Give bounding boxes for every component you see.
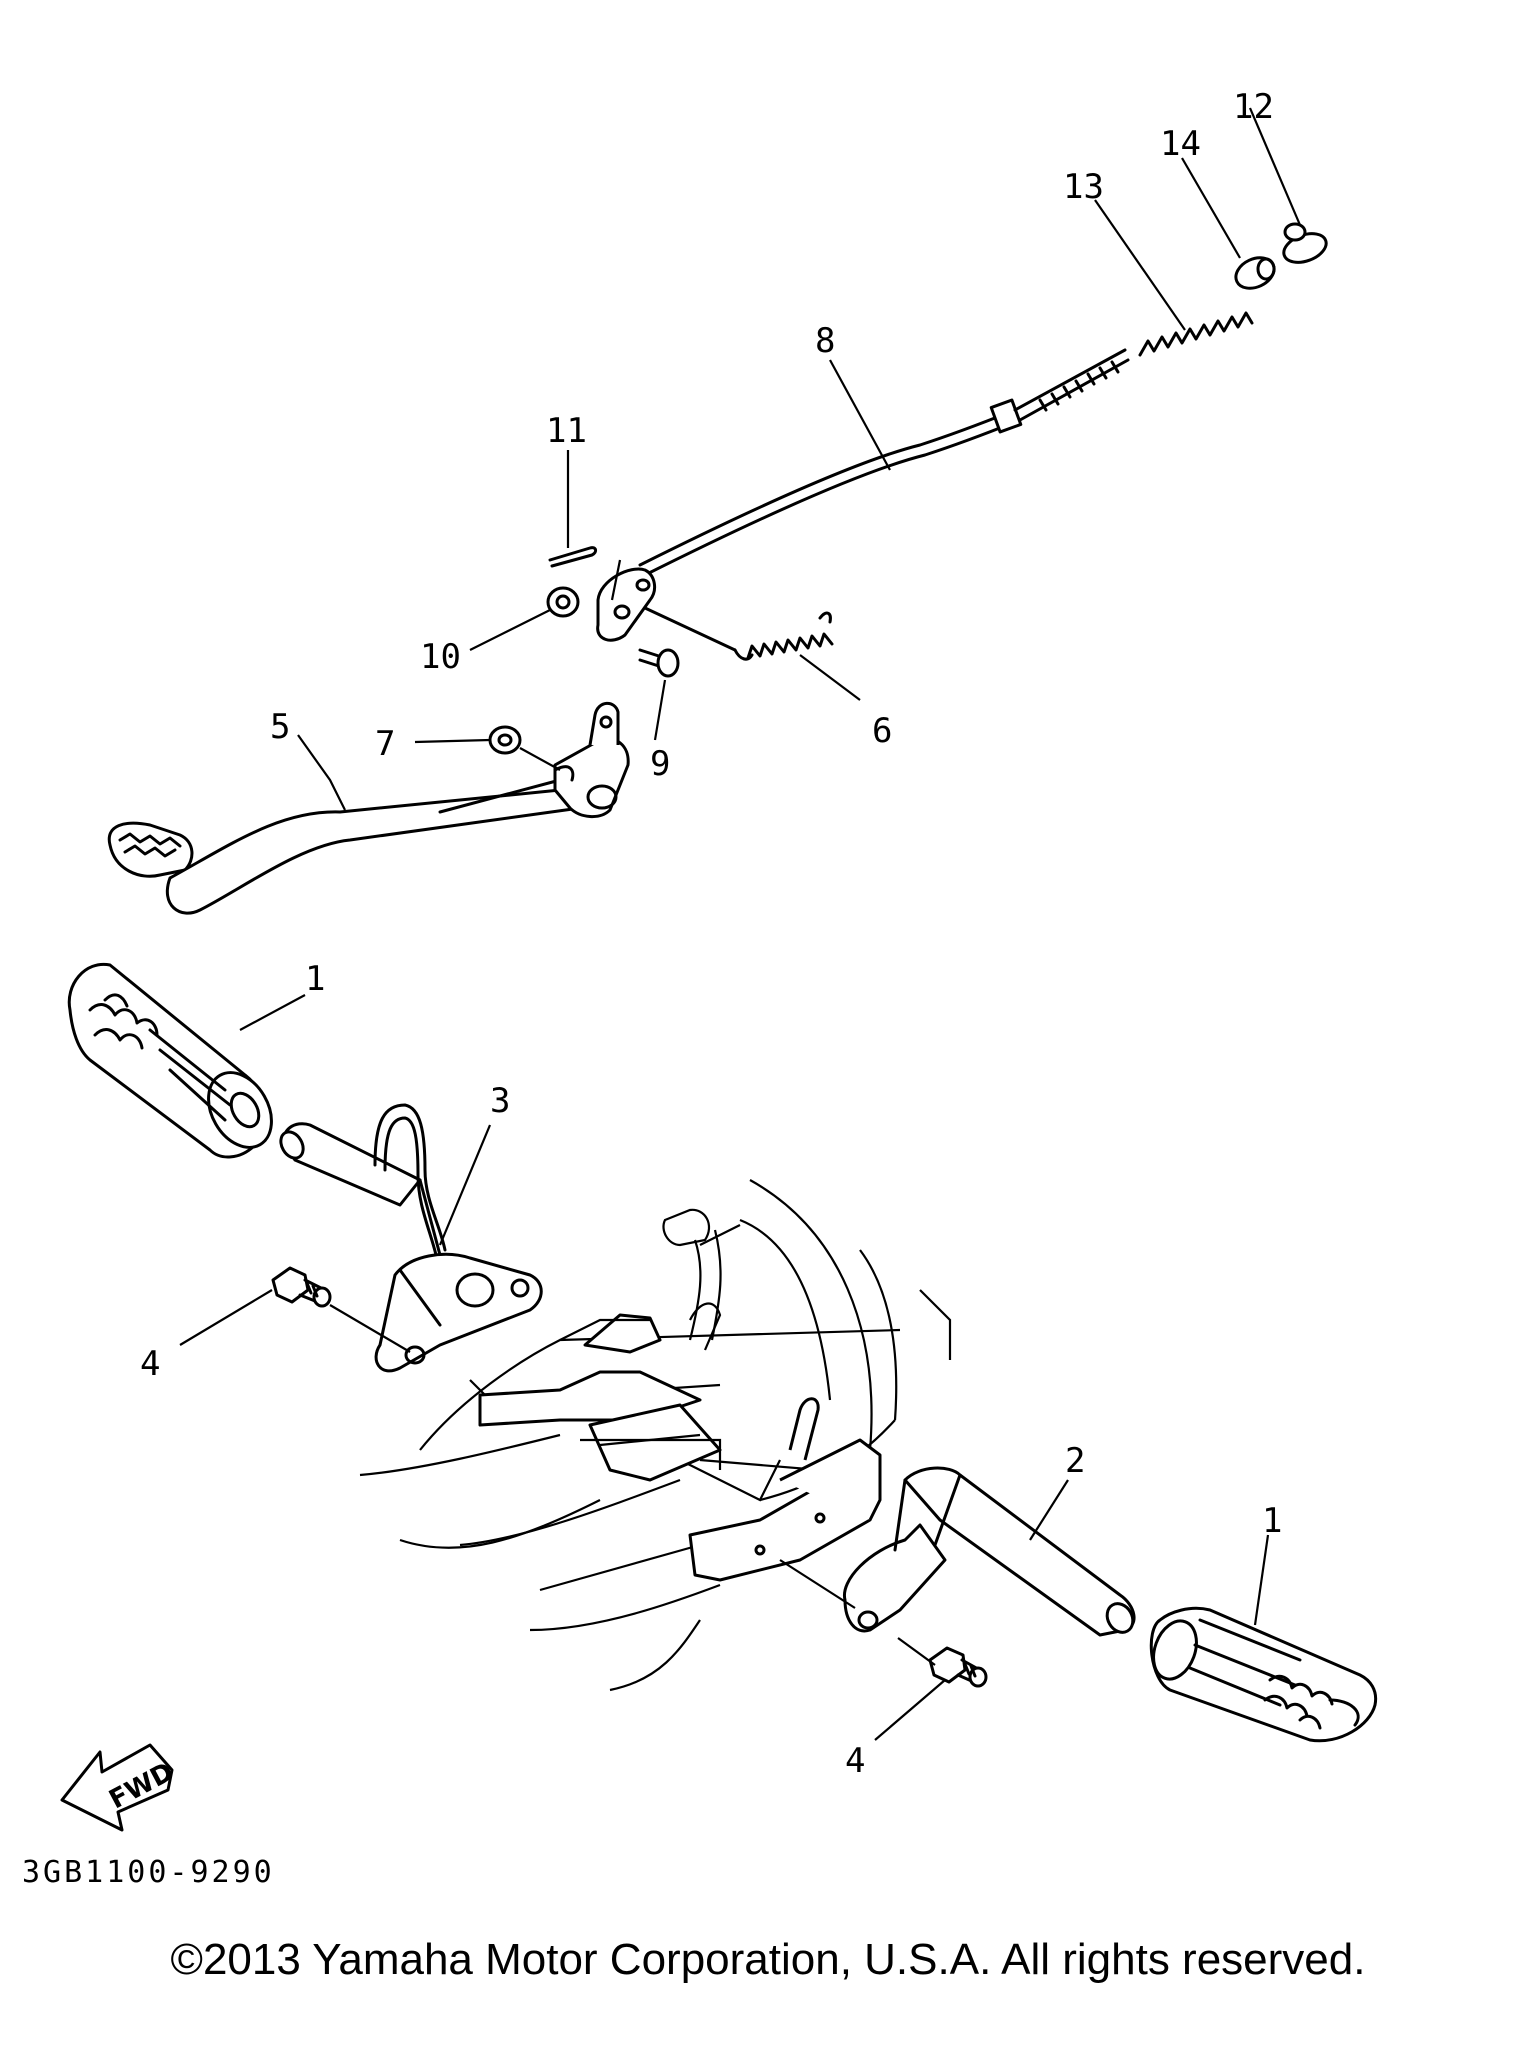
washer-10 bbox=[546, 586, 580, 618]
copyright-notice: ©2013 Yamaha Motor Corporation, U.S.A. A… bbox=[170, 1935, 1366, 1984]
washer-7 bbox=[488, 725, 561, 771]
diagram-part-number: 3GB1100-9290 bbox=[22, 1855, 275, 1890]
callout-12: 12 bbox=[1233, 87, 1274, 127]
footrest-rubber-right bbox=[1149, 1606, 1378, 1743]
callout-7: 7 bbox=[375, 724, 395, 764]
callout-4-lower: 4 bbox=[845, 1741, 865, 1781]
callout-11: 11 bbox=[546, 411, 587, 451]
brake-rod-clevis bbox=[596, 567, 657, 642]
callout-5: 5 bbox=[270, 707, 290, 747]
callout-14: 14 bbox=[1160, 124, 1201, 164]
footrest-bracket-3 bbox=[279, 1103, 543, 1373]
footrest-bracket-2 bbox=[779, 1466, 1136, 1637]
callout-10: 10 bbox=[420, 637, 461, 677]
brake-cable bbox=[638, 348, 1130, 577]
fwd-arrow-icon: FWD bbox=[60, 1743, 179, 1832]
nut-14 bbox=[1234, 256, 1276, 290]
spring-13 bbox=[1138, 311, 1254, 357]
footrest-rubber-left bbox=[67, 962, 273, 1159]
joint-12 bbox=[1282, 222, 1328, 264]
callout-4-upper: 4 bbox=[140, 1344, 160, 1384]
bolt-4-lower bbox=[897, 1637, 988, 1688]
callout-2: 2 bbox=[1065, 1441, 1085, 1481]
callout-3: 3 bbox=[490, 1081, 510, 1121]
callout-13: 13 bbox=[1063, 167, 1104, 207]
brake-pedal-5 bbox=[107, 701, 630, 915]
callout-1-lower: 1 bbox=[1262, 1501, 1282, 1541]
callout-1-upper: 1 bbox=[305, 959, 325, 999]
callout-9: 9 bbox=[650, 744, 670, 784]
callout-8: 8 bbox=[815, 321, 835, 361]
callout-6: 6 bbox=[872, 711, 892, 751]
leader-lines bbox=[179, 107, 1302, 1741]
spring-6 bbox=[643, 606, 834, 661]
frame-section bbox=[359, 1179, 952, 1692]
cotter-pin-11 bbox=[548, 546, 598, 568]
callouts: 12 14 13 8 11 10 7 5 9 6 1 3 4 2 1 4 bbox=[140, 87, 1282, 1781]
pin-9 bbox=[638, 648, 680, 678]
bolt-4-upper bbox=[271, 1266, 411, 1353]
